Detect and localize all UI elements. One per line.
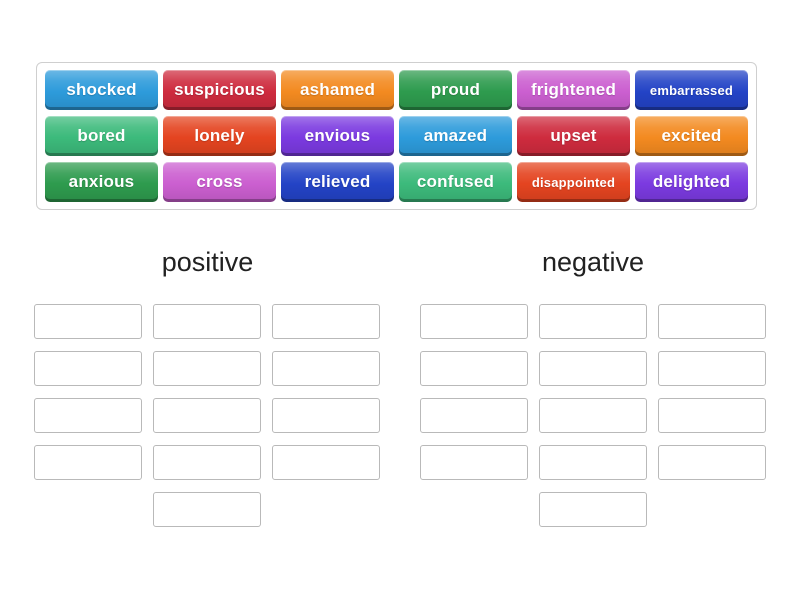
empty-slot[interactable] xyxy=(272,398,380,433)
empty-slot[interactable] xyxy=(153,351,261,386)
word-tile-shocked[interactable]: shocked xyxy=(45,70,158,110)
empty-slot[interactable] xyxy=(420,351,528,386)
word-tile-proud[interactable]: proud xyxy=(399,70,512,110)
group-header-positive: positive xyxy=(161,247,254,277)
empty-slot[interactable] xyxy=(272,445,380,480)
empty-slot[interactable] xyxy=(153,398,261,433)
group-slots-negative xyxy=(420,304,766,527)
empty-slot[interactable] xyxy=(153,445,261,480)
empty-slot[interactable] xyxy=(658,351,766,386)
group-slots-positive xyxy=(34,304,380,527)
word-tile-delighted[interactable]: delighted xyxy=(635,162,748,202)
empty-slot[interactable] xyxy=(420,445,528,480)
word-tile-confused[interactable]: confused xyxy=(399,162,512,202)
empty-slot[interactable] xyxy=(658,398,766,433)
empty-slot[interactable] xyxy=(420,304,528,339)
word-tile-suspicious[interactable]: suspicious xyxy=(163,70,276,110)
word-tile-relieved[interactable]: relieved xyxy=(281,162,394,202)
word-tile-frightened[interactable]: frightened xyxy=(517,70,630,110)
empty-slot[interactable] xyxy=(34,445,142,480)
group-header-negative: negative xyxy=(541,247,645,277)
word-tile-amazed[interactable]: amazed xyxy=(399,116,512,156)
empty-slot[interactable] xyxy=(539,398,647,433)
empty-slot[interactable] xyxy=(272,351,380,386)
empty-slot[interactable] xyxy=(34,398,142,433)
word-tile-embarrassed[interactable]: embarrassed xyxy=(635,70,748,110)
word-tile-disappointed[interactable]: disappointed xyxy=(517,162,630,202)
empty-slot[interactable] xyxy=(420,398,528,433)
word-tile-anxious[interactable]: anxious xyxy=(45,162,158,202)
empty-slot[interactable] xyxy=(153,304,261,339)
empty-slot[interactable] xyxy=(153,492,261,527)
empty-slot[interactable] xyxy=(34,304,142,339)
word-tile-ashamed[interactable]: ashamed xyxy=(281,70,394,110)
empty-slot[interactable] xyxy=(272,304,380,339)
word-tile-bored[interactable]: bored xyxy=(45,116,158,156)
word-tile-envious[interactable]: envious xyxy=(281,116,394,156)
empty-slot[interactable] xyxy=(658,445,766,480)
empty-slot[interactable] xyxy=(539,351,647,386)
empty-slot[interactable] xyxy=(539,492,647,527)
empty-slot[interactable] xyxy=(34,351,142,386)
empty-slot[interactable] xyxy=(539,445,647,480)
word-tile-excited[interactable]: excited xyxy=(635,116,748,156)
word-tile-lonely[interactable]: lonely xyxy=(163,116,276,156)
empty-slot[interactable] xyxy=(658,304,766,339)
word-tile-upset[interactable]: upset xyxy=(517,116,630,156)
empty-slot[interactable] xyxy=(539,304,647,339)
word-tile-cross[interactable]: cross xyxy=(163,162,276,202)
